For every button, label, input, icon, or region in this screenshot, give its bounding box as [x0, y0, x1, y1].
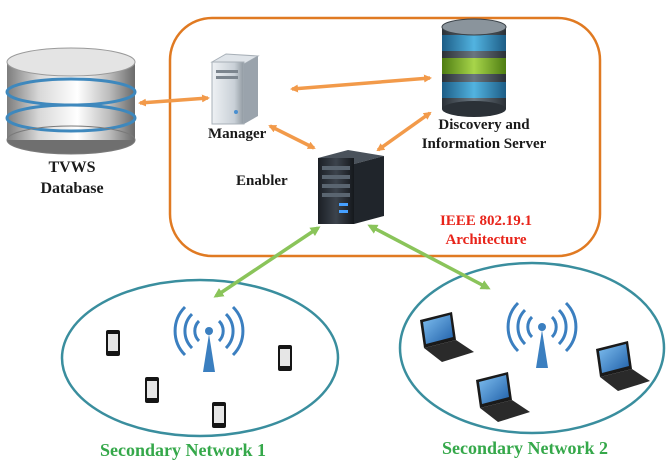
link-manager-discovery	[290, 74, 432, 93]
link-discovery-enabler	[376, 111, 432, 152]
link-enabler-network-1	[213, 226, 321, 298]
enabler-label: Enabler	[236, 173, 288, 189]
database-cylinder-icon	[5, 47, 137, 155]
discovery-server-label-line1: Discovery and	[438, 117, 530, 133]
secondary-network-1-label: Secondary Network 1	[100, 440, 266, 460]
rack-server-icon	[318, 150, 384, 224]
discovery-server-label-line2: Information Server	[421, 136, 547, 152]
wireless-antenna-icon	[173, 305, 245, 372]
tvws-database-label: TVWS Database	[22, 157, 122, 199]
server-tower-icon	[210, 53, 260, 125]
architecture-label-line1: IEEE 802.19.1	[439, 213, 533, 229]
secondary-network-2-boundary	[398, 261, 666, 435]
laptop-icon	[596, 341, 650, 391]
manager-label: Manager	[208, 126, 267, 142]
link-enabler-network-2	[367, 224, 491, 290]
tvws-database-label-line2: Database	[40, 180, 104, 197]
laptop-icon	[420, 312, 474, 362]
smartphone-icon	[106, 330, 120, 356]
database-cylinder-icon	[441, 18, 507, 117]
smartphone-icon	[212, 402, 226, 428]
architecture-label-line2: Architecture	[445, 232, 527, 248]
wireless-antenna-icon	[506, 301, 578, 368]
laptop-icon	[476, 372, 530, 422]
secondary-network-2-label: Secondary Network 2	[442, 438, 608, 458]
discovery-server-label: Discovery and Information Server	[400, 116, 568, 154]
secondary-network-1-boundary	[60, 278, 340, 438]
link-manager-enabler	[268, 124, 316, 150]
smartphone-icon	[145, 377, 159, 403]
tvws-database-label-line1: TVWS	[48, 159, 96, 176]
link-database-manager	[138, 94, 210, 107]
smartphone-icon	[278, 345, 292, 371]
architecture-label: IEEE 802.19.1 Architecture	[424, 212, 548, 250]
